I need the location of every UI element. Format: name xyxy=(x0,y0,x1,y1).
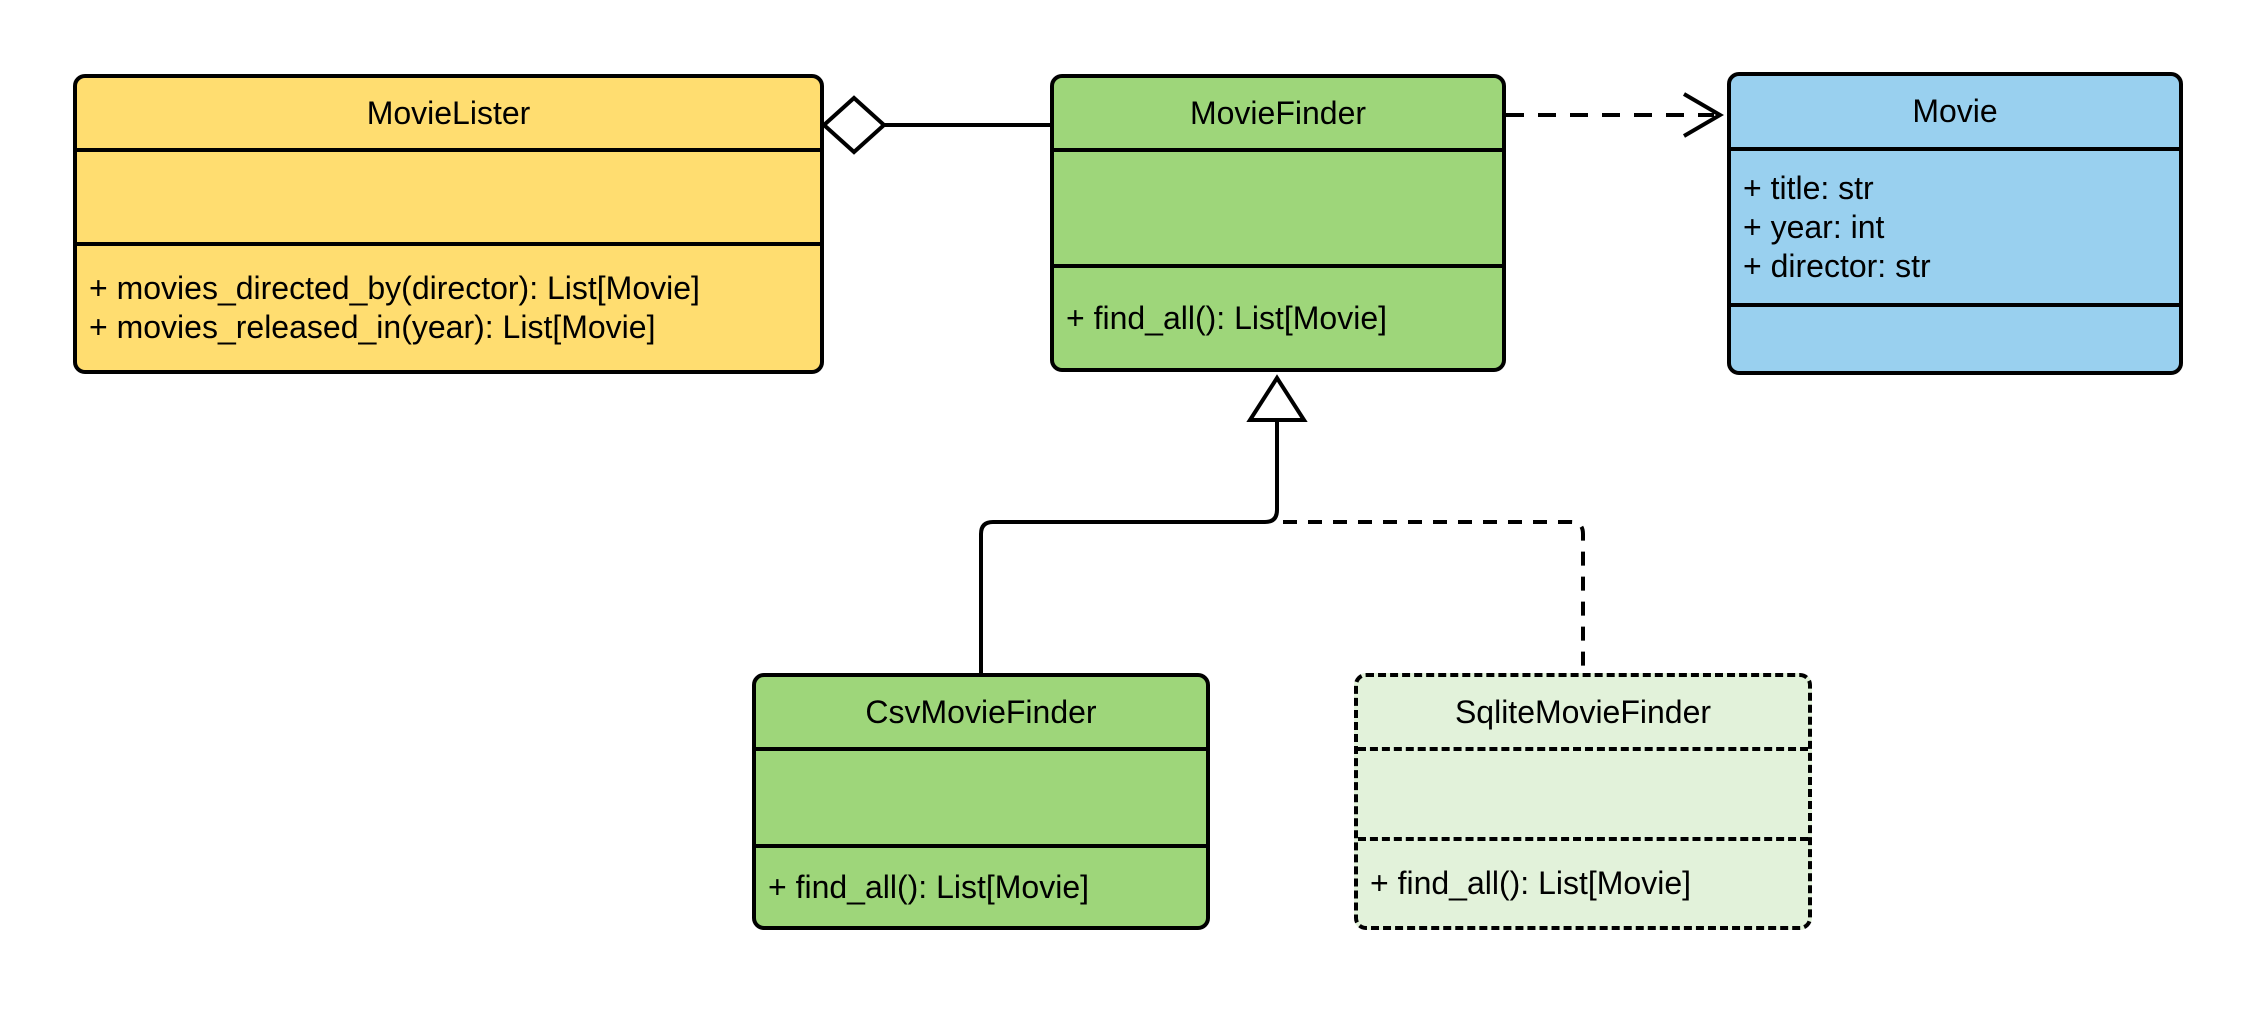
method-text: + movies_directed_by(director): List[Mov… xyxy=(89,270,700,306)
methods-compartment: + movies_directed_by(director): List[Mov… xyxy=(77,242,820,370)
attribute-text: + year: int xyxy=(1743,208,1885,245)
class-node-moviefinder: MovieFinder + find_all(): List[Movie] xyxy=(1050,74,1506,372)
methods-compartment: + find_all(): List[Movie] xyxy=(1054,264,1502,368)
attribute-text: + director: str xyxy=(1743,247,1931,284)
dependency-edge-moviefinder-movie xyxy=(1506,92,1724,138)
method-text: + find_all(): List[Movie] xyxy=(768,868,1090,905)
generalization-edge-sqlitemoviefinder-moviefinder xyxy=(1283,520,1585,673)
class-title: Movie xyxy=(1912,93,1998,129)
class-node-movie: Movie + title: str + year: int + directo… xyxy=(1727,72,2183,375)
method-text: + movies_released_in(year): List[Movie] xyxy=(89,309,656,345)
method-text: + find_all(): List[Movie] xyxy=(1370,865,1692,901)
class-title: MovieLister xyxy=(366,94,531,131)
attributes-compartment: + title: str + year: int + director: str xyxy=(1731,147,2179,303)
aggregation-diamond-icon xyxy=(821,95,887,155)
methods-compartment: + find_all(): List[Movie] xyxy=(1358,837,1808,926)
class-node-movielister: MovieLister + movies_directed_by(directo… xyxy=(73,74,824,374)
class-node-sqlitemoviefinder: SqliteMovieFinder + find_all(): List[Mov… xyxy=(1354,673,1812,930)
class-title: SqliteMovieFinder xyxy=(1454,693,1712,730)
methods-compartment xyxy=(1731,303,2179,371)
generalization-solid-line xyxy=(979,420,1279,673)
attribute-text: + title: str xyxy=(1743,169,1874,206)
inheritance-triangle-icon xyxy=(1246,374,1308,422)
attributes-compartment xyxy=(77,148,820,242)
attributes-compartment xyxy=(1054,148,1502,264)
generalization-dashed-line xyxy=(1283,520,1585,673)
open-arrowhead-icon xyxy=(1682,92,1724,138)
generalization-edge-csvmoviefinder-moviefinder xyxy=(979,374,1308,673)
class-title: MovieFinder xyxy=(1189,94,1367,131)
attributes-compartment xyxy=(756,747,1206,844)
class-node-csvmoviefinder: CsvMovieFinder + find_all(): List[Movie] xyxy=(752,673,1210,930)
class-title: CsvMovieFinder xyxy=(865,693,1097,730)
attributes-compartment xyxy=(1358,747,1808,837)
methods-compartment: + find_all(): List[Movie] xyxy=(756,844,1206,926)
aggregation-edge-movielister-moviefinder xyxy=(821,95,1050,155)
method-text: + find_all(): List[Movie] xyxy=(1066,299,1388,336)
